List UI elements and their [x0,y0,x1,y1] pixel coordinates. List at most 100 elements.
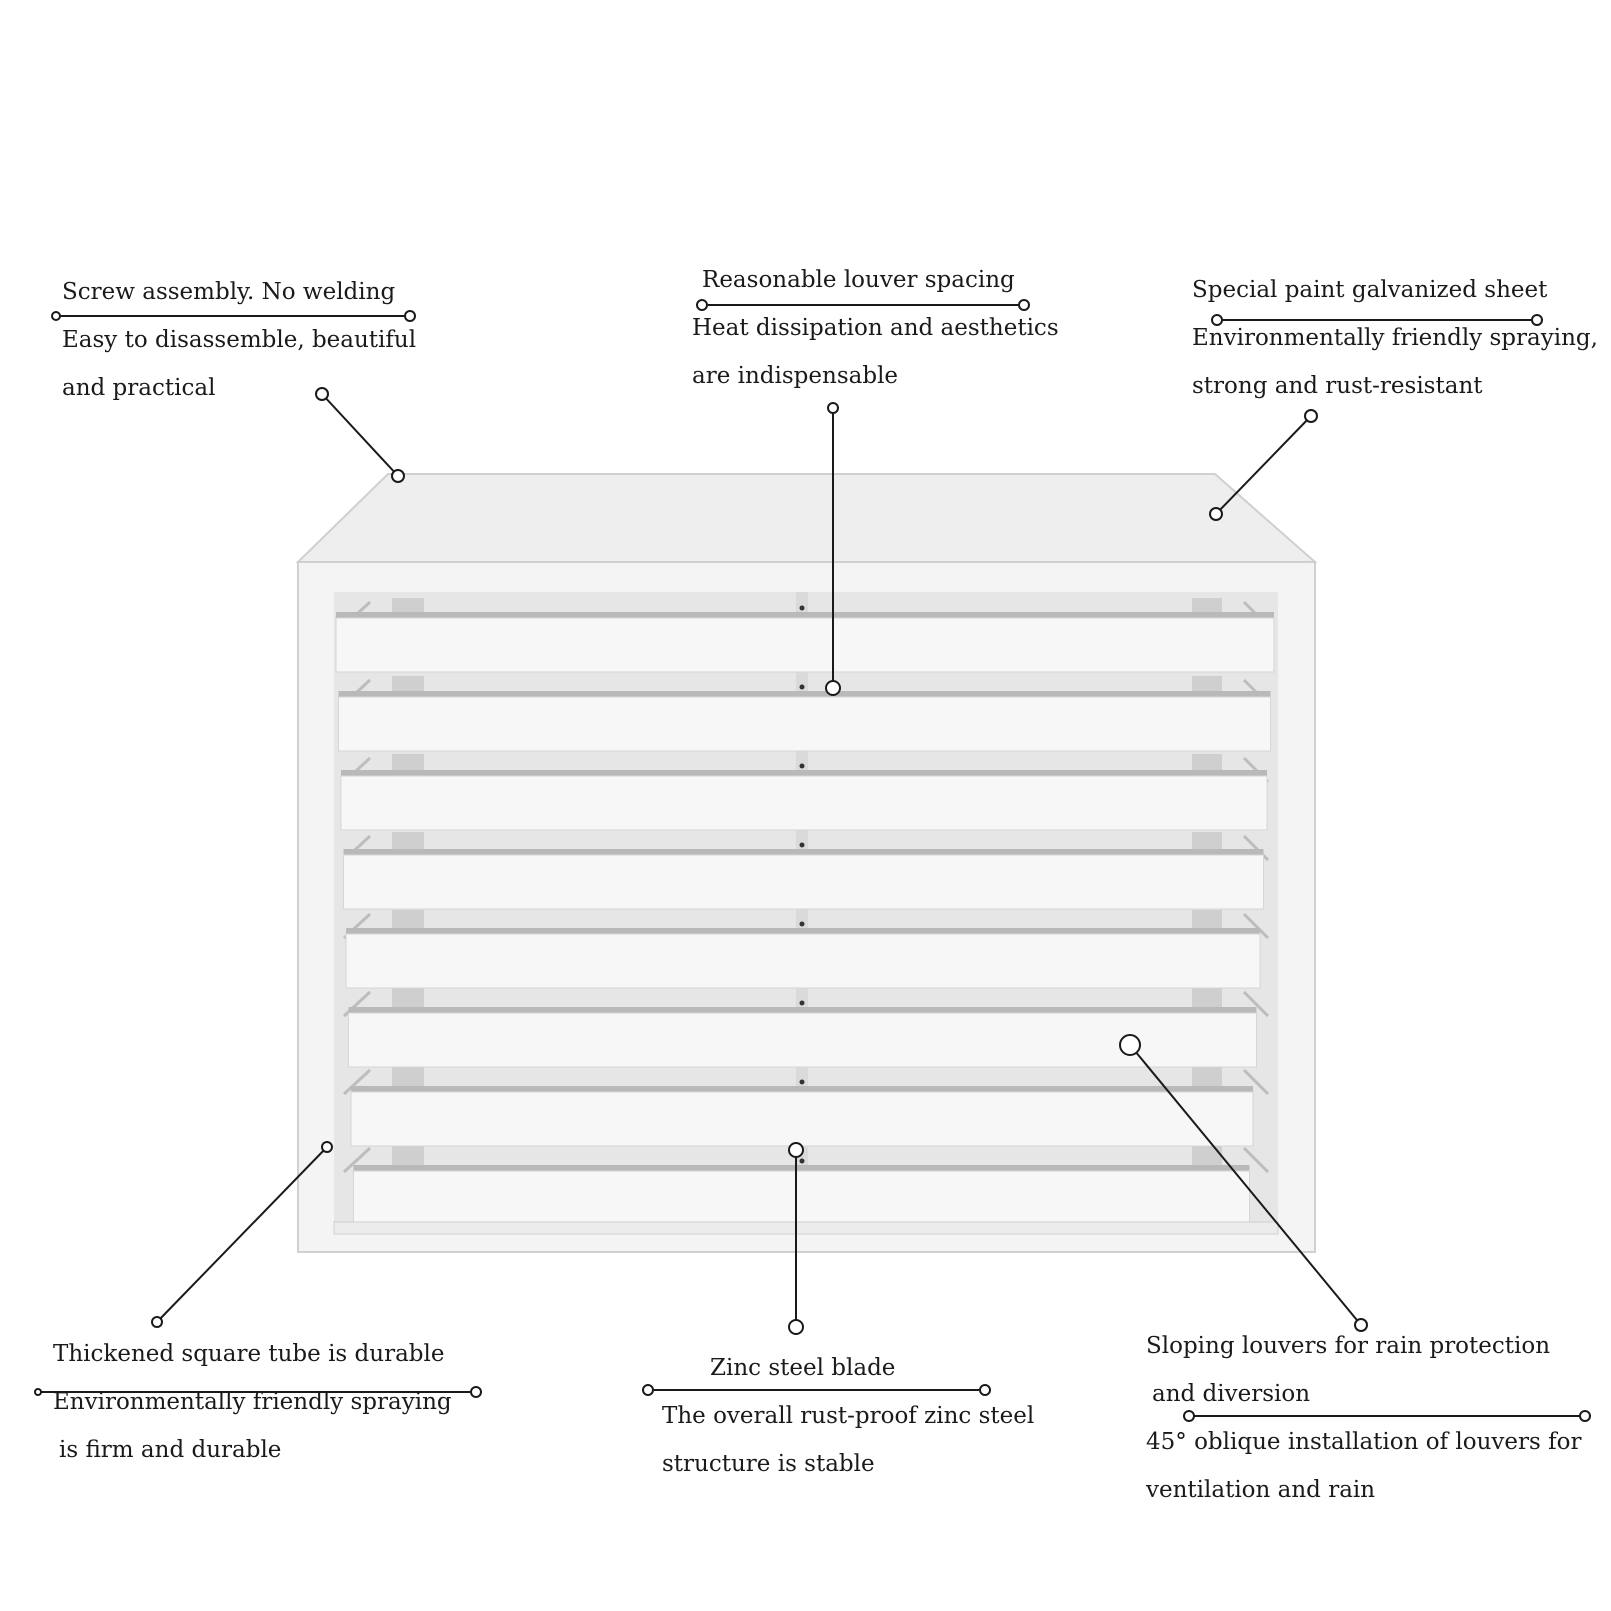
callout-slope-line2: ventilation and rain [1146,1477,1376,1503]
left-brace [392,1066,424,1088]
callout-galvanized-sheet: Special paint galvanized sheet Environme… [1192,266,1598,410]
bottom-rail [333,1221,1279,1235]
leader-end [391,469,405,483]
rivet [799,605,805,611]
leader-end [825,680,841,696]
blade-shadow [338,691,1271,697]
right-strut [1242,1068,1270,1096]
blade [345,933,1261,989]
top-panel [295,473,1318,563]
callout-paint-line1: Environmentally friendly spraying, [1192,325,1598,351]
leader-end [1209,507,1223,521]
callout-screw-line2: and practical [62,375,216,401]
blade-shadow [341,770,1267,776]
underline-dot [696,299,708,311]
blade [343,854,1264,910]
callout-spacing-line2: are indispensable [692,363,899,389]
leader-screw [321,393,399,477]
right-brace [1192,1066,1222,1088]
leader-end [315,387,329,401]
callout-square-tube: Thickened square tube is durable Environ… [53,1330,452,1474]
callout-slope-title2: and diversion [1152,1381,1311,1407]
leader-end [151,1316,163,1328]
leader-end [788,1319,804,1335]
rivet [799,763,805,769]
left-brace [392,1144,424,1166]
blade-shadow [336,612,1274,618]
blade [350,1091,1254,1147]
callout-tube-title: Thickened square tube is durable [53,1341,445,1367]
callout-slope-title: Sloping louvers for rain protection [1146,1333,1551,1359]
leader-end [827,402,839,414]
callout-blade-line1: The overall rust-proof zinc steel [662,1403,1035,1429]
rivet [799,684,805,690]
underline-dot [1531,314,1543,326]
callout-sloping-louvers: Sloping louvers for rain protection and … [1146,1322,1582,1514]
leader-tube [156,1146,328,1323]
rivet [799,842,805,848]
leader-end [321,1141,333,1153]
leader-end [1354,1318,1368,1332]
callout-tube-line1: Environmentally friendly spraying [53,1389,452,1415]
right-brace [1192,910,1222,932]
underline-dot [1183,1410,1195,1422]
callout-zinc-blade: Zinc steel blade The overall rust-proof … [662,1344,1034,1488]
blade-shadow [351,1086,1253,1092]
left-brace [392,910,424,932]
callout-spacing-line1: Heat dissipation and aesthetics [692,315,1059,341]
underline-dot [1211,314,1223,326]
callout-paint-title: Special paint galvanized sheet [1192,277,1548,303]
right-brace [1192,832,1222,854]
callout-blade-line2: structure is stable [662,1451,875,1477]
callout-paint-line2: strong and rust-resistant [1192,373,1483,399]
underline-dot [404,310,416,322]
rivet [799,1079,805,1085]
right-strut [1242,1146,1270,1174]
leader-end [1119,1034,1141,1056]
underline-dot [979,1384,991,1396]
blade [338,696,1271,752]
left-strut [342,1146,372,1174]
rivet [799,1158,805,1164]
callout-screw-line1: Easy to disassemble, beautiful [62,327,417,353]
callout-blade-title: Zinc steel blade [710,1355,896,1381]
underline-dot [470,1386,482,1398]
rivet [799,921,805,927]
left-strut [342,1068,372,1096]
callout-louver-spacing: Reasonable louver spacing Heat dissipati… [692,256,1059,400]
callout-slope-line1: 45° oblique installation of louvers for [1146,1429,1582,1455]
callout-spacing-title: Reasonable louver spacing [702,267,1015,293]
callout-screw-assembly: Screw assembly. No welding Easy to disas… [62,268,416,412]
leader-slope [1129,1044,1362,1326]
leader-end [788,1142,804,1158]
leader-paint [1215,415,1312,515]
right-brace [1192,988,1222,1010]
left-brace [392,988,424,1010]
callout-tube-line2: is firm and durable [59,1437,282,1463]
blade [340,775,1268,831]
blade [335,617,1275,673]
blade-shadow [348,1007,1257,1013]
right-brace [1192,1144,1222,1166]
left-strut [342,990,372,1018]
blade-shadow [343,849,1264,855]
blade [348,1012,1257,1068]
right-strut [1242,990,1270,1018]
blade-shadow [346,928,1260,934]
blade [353,1170,1250,1226]
callout-screw-title: Screw assembly. No welding [62,279,396,305]
right-strut [1242,912,1270,940]
underline-dot [1579,1410,1591,1422]
leader-end [1304,409,1318,423]
underline-dot [642,1384,654,1396]
underline-dot [34,1388,42,1396]
louver-blades [335,605,1275,1226]
leader-lines [34,299,1591,1422]
blade-shadow [353,1165,1250,1171]
underline-dot [51,311,61,321]
underline-dot [1018,299,1030,311]
left-brace [392,832,424,854]
rivet [799,1000,805,1006]
